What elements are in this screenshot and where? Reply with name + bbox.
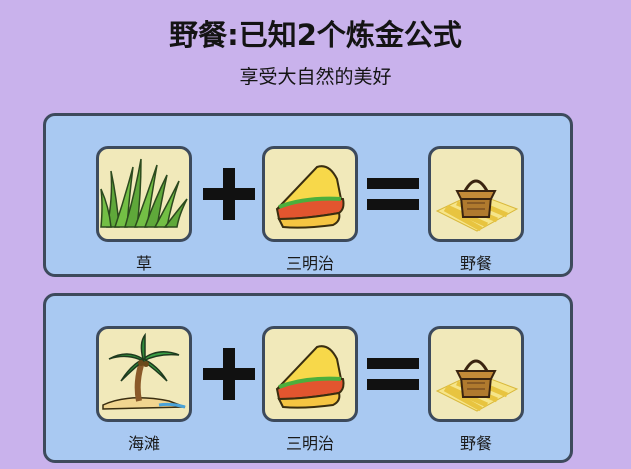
recipe-card-2: 海滩 三明治 野餐 — [43, 293, 573, 463]
ingredient-label-sandwich: 三明治 — [285, 434, 334, 453]
picnic-basket-icon — [435, 179, 519, 232]
beach-palm-icon — [102, 332, 186, 410]
result-slot-picnic[interactable] — [428, 146, 524, 242]
ingredient-label-grass: 草 — [135, 254, 152, 273]
picnic-basket-icon — [435, 359, 519, 412]
sandwich-icon — [275, 165, 345, 229]
result-label-picnic: 野餐 — [459, 434, 492, 453]
ingredient-label-sandwich: 三明治 — [285, 254, 334, 273]
sandwich-icon — [275, 345, 345, 409]
ingredient-slot-beach[interactable] — [96, 326, 192, 422]
ingredient-slot-sandwich[interactable] — [262, 326, 358, 422]
result-slot-picnic[interactable] — [428, 326, 524, 422]
ingredient-slot-grass[interactable] — [96, 146, 192, 242]
result-label-picnic: 野餐 — [459, 254, 492, 273]
page-subtitle: 享受大自然的美好 — [239, 66, 392, 88]
equals-icon — [358, 334, 428, 414]
grass-icon — [100, 158, 188, 228]
ingredient-slot-sandwich[interactable] — [262, 146, 358, 242]
equals-icon — [358, 154, 428, 234]
recipe-card-1: 草 三明治 野餐 — [43, 113, 573, 277]
page-title: 野餐:已知2个炼金公式 — [169, 18, 462, 52]
plus-icon — [194, 334, 264, 414]
plus-icon — [194, 154, 264, 234]
ingredient-label-beach: 海滩 — [127, 434, 160, 453]
